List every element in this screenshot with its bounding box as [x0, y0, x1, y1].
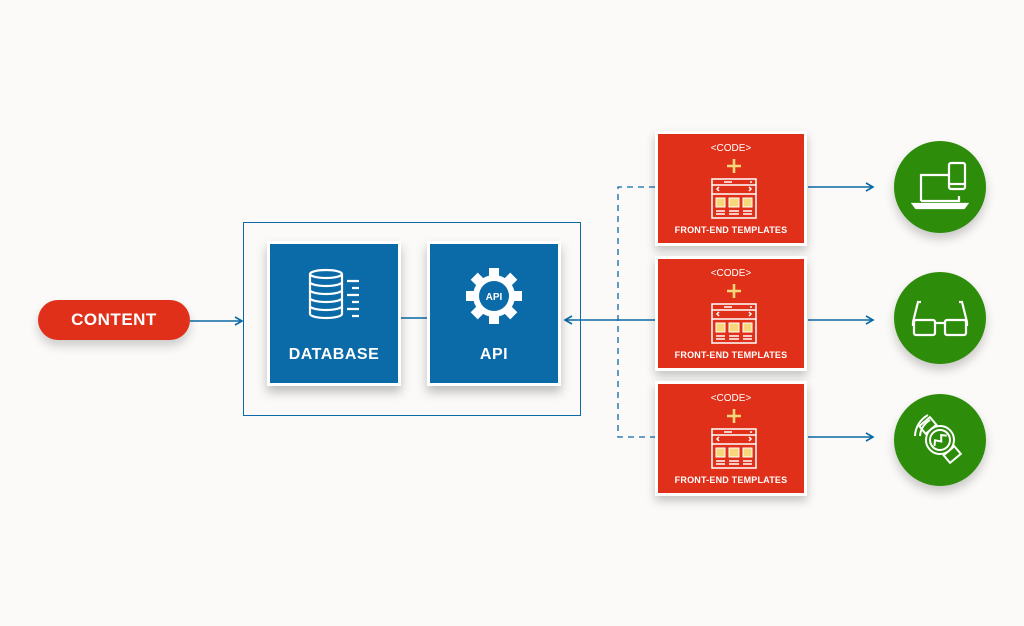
- device-laptop-phone: [894, 141, 986, 233]
- dashed-connector: [617, 186, 655, 438]
- plus-icon: [727, 409, 741, 423]
- template-card: <CODE> FRONT-END TEMPLATES: [655, 256, 807, 371]
- template-layout-icon: [711, 284, 757, 344]
- device-smartwatch: [894, 394, 986, 486]
- code-label: <CODE>: [710, 143, 752, 154]
- template-label: FRONT-END TEMPLATES: [674, 475, 788, 485]
- device-glasses: [894, 272, 986, 364]
- api-label: API: [479, 346, 509, 363]
- code-label: <CODE>: [710, 393, 752, 404]
- content-pill: CONTENT: [38, 300, 190, 340]
- database-label: DATABASE: [288, 346, 380, 363]
- api-box: API API: [427, 241, 561, 386]
- plus-icon: [727, 159, 741, 173]
- backend-container: [243, 222, 581, 416]
- code-label: <CODE>: [710, 268, 752, 279]
- template-label: FRONT-END TEMPLATES: [674, 225, 788, 235]
- content-label: CONTENT: [71, 310, 157, 329]
- database-icon: [308, 268, 359, 320]
- laptop-phone-icon: [910, 161, 970, 210]
- plus-icon: [727, 284, 741, 298]
- api-badge-text: API: [486, 292, 503, 303]
- template-card: <CODE> FRONT-END TEMPLATES: [655, 381, 807, 496]
- template-layout-icon: [711, 159, 757, 219]
- gear-api-icon: API: [466, 268, 522, 324]
- template-layout-icon: [711, 409, 757, 469]
- glasses-icon: [911, 300, 969, 337]
- template-card: <CODE> FRONT-END TEMPLATES: [655, 131, 807, 246]
- template-label: FRONT-END TEMPLATES: [674, 350, 788, 360]
- database-box: DATABASE: [267, 241, 401, 386]
- smartwatch-icon: [914, 414, 963, 465]
